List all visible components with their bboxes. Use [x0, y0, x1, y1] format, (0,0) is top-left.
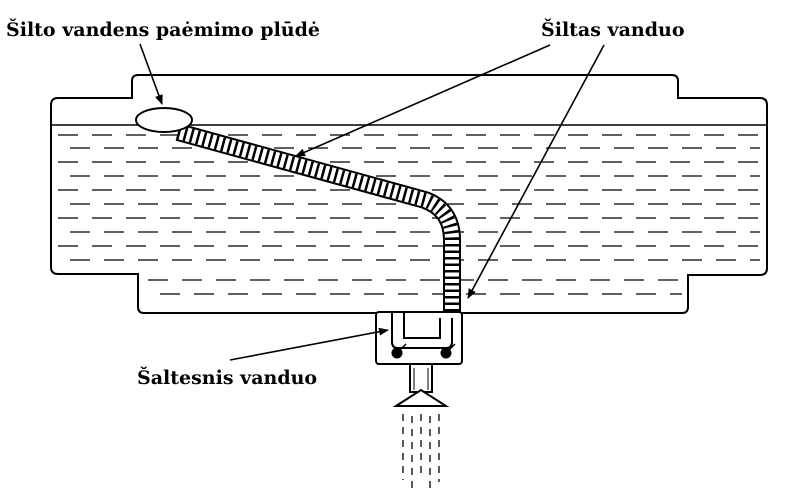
- float-intake: [135, 107, 193, 133]
- shower-head-icon: [392, 388, 450, 407]
- valve-icon: [440, 343, 456, 359]
- water-streams: [402, 414, 440, 490]
- label-float-intake: Šilto vandens paėmimo plūdė: [6, 18, 320, 41]
- arrow-float: [139, 43, 163, 105]
- label-warm-water: Šiltas vanduo: [541, 18, 685, 41]
- arrow-warm-outlet: [467, 44, 605, 299]
- arrow-colder: [229, 327, 389, 361]
- tank-outline: [50, 74, 768, 314]
- u-pipe: [391, 312, 453, 349]
- valve-icon: [391, 343, 407, 359]
- label-colder-water: Šaltesnis vanduo: [137, 366, 317, 389]
- arrow-warm-hose: [295, 44, 551, 157]
- flexible-hose: [175, 123, 461, 318]
- outlet-neck: [409, 363, 433, 393]
- water-hatching: [58, 134, 760, 295]
